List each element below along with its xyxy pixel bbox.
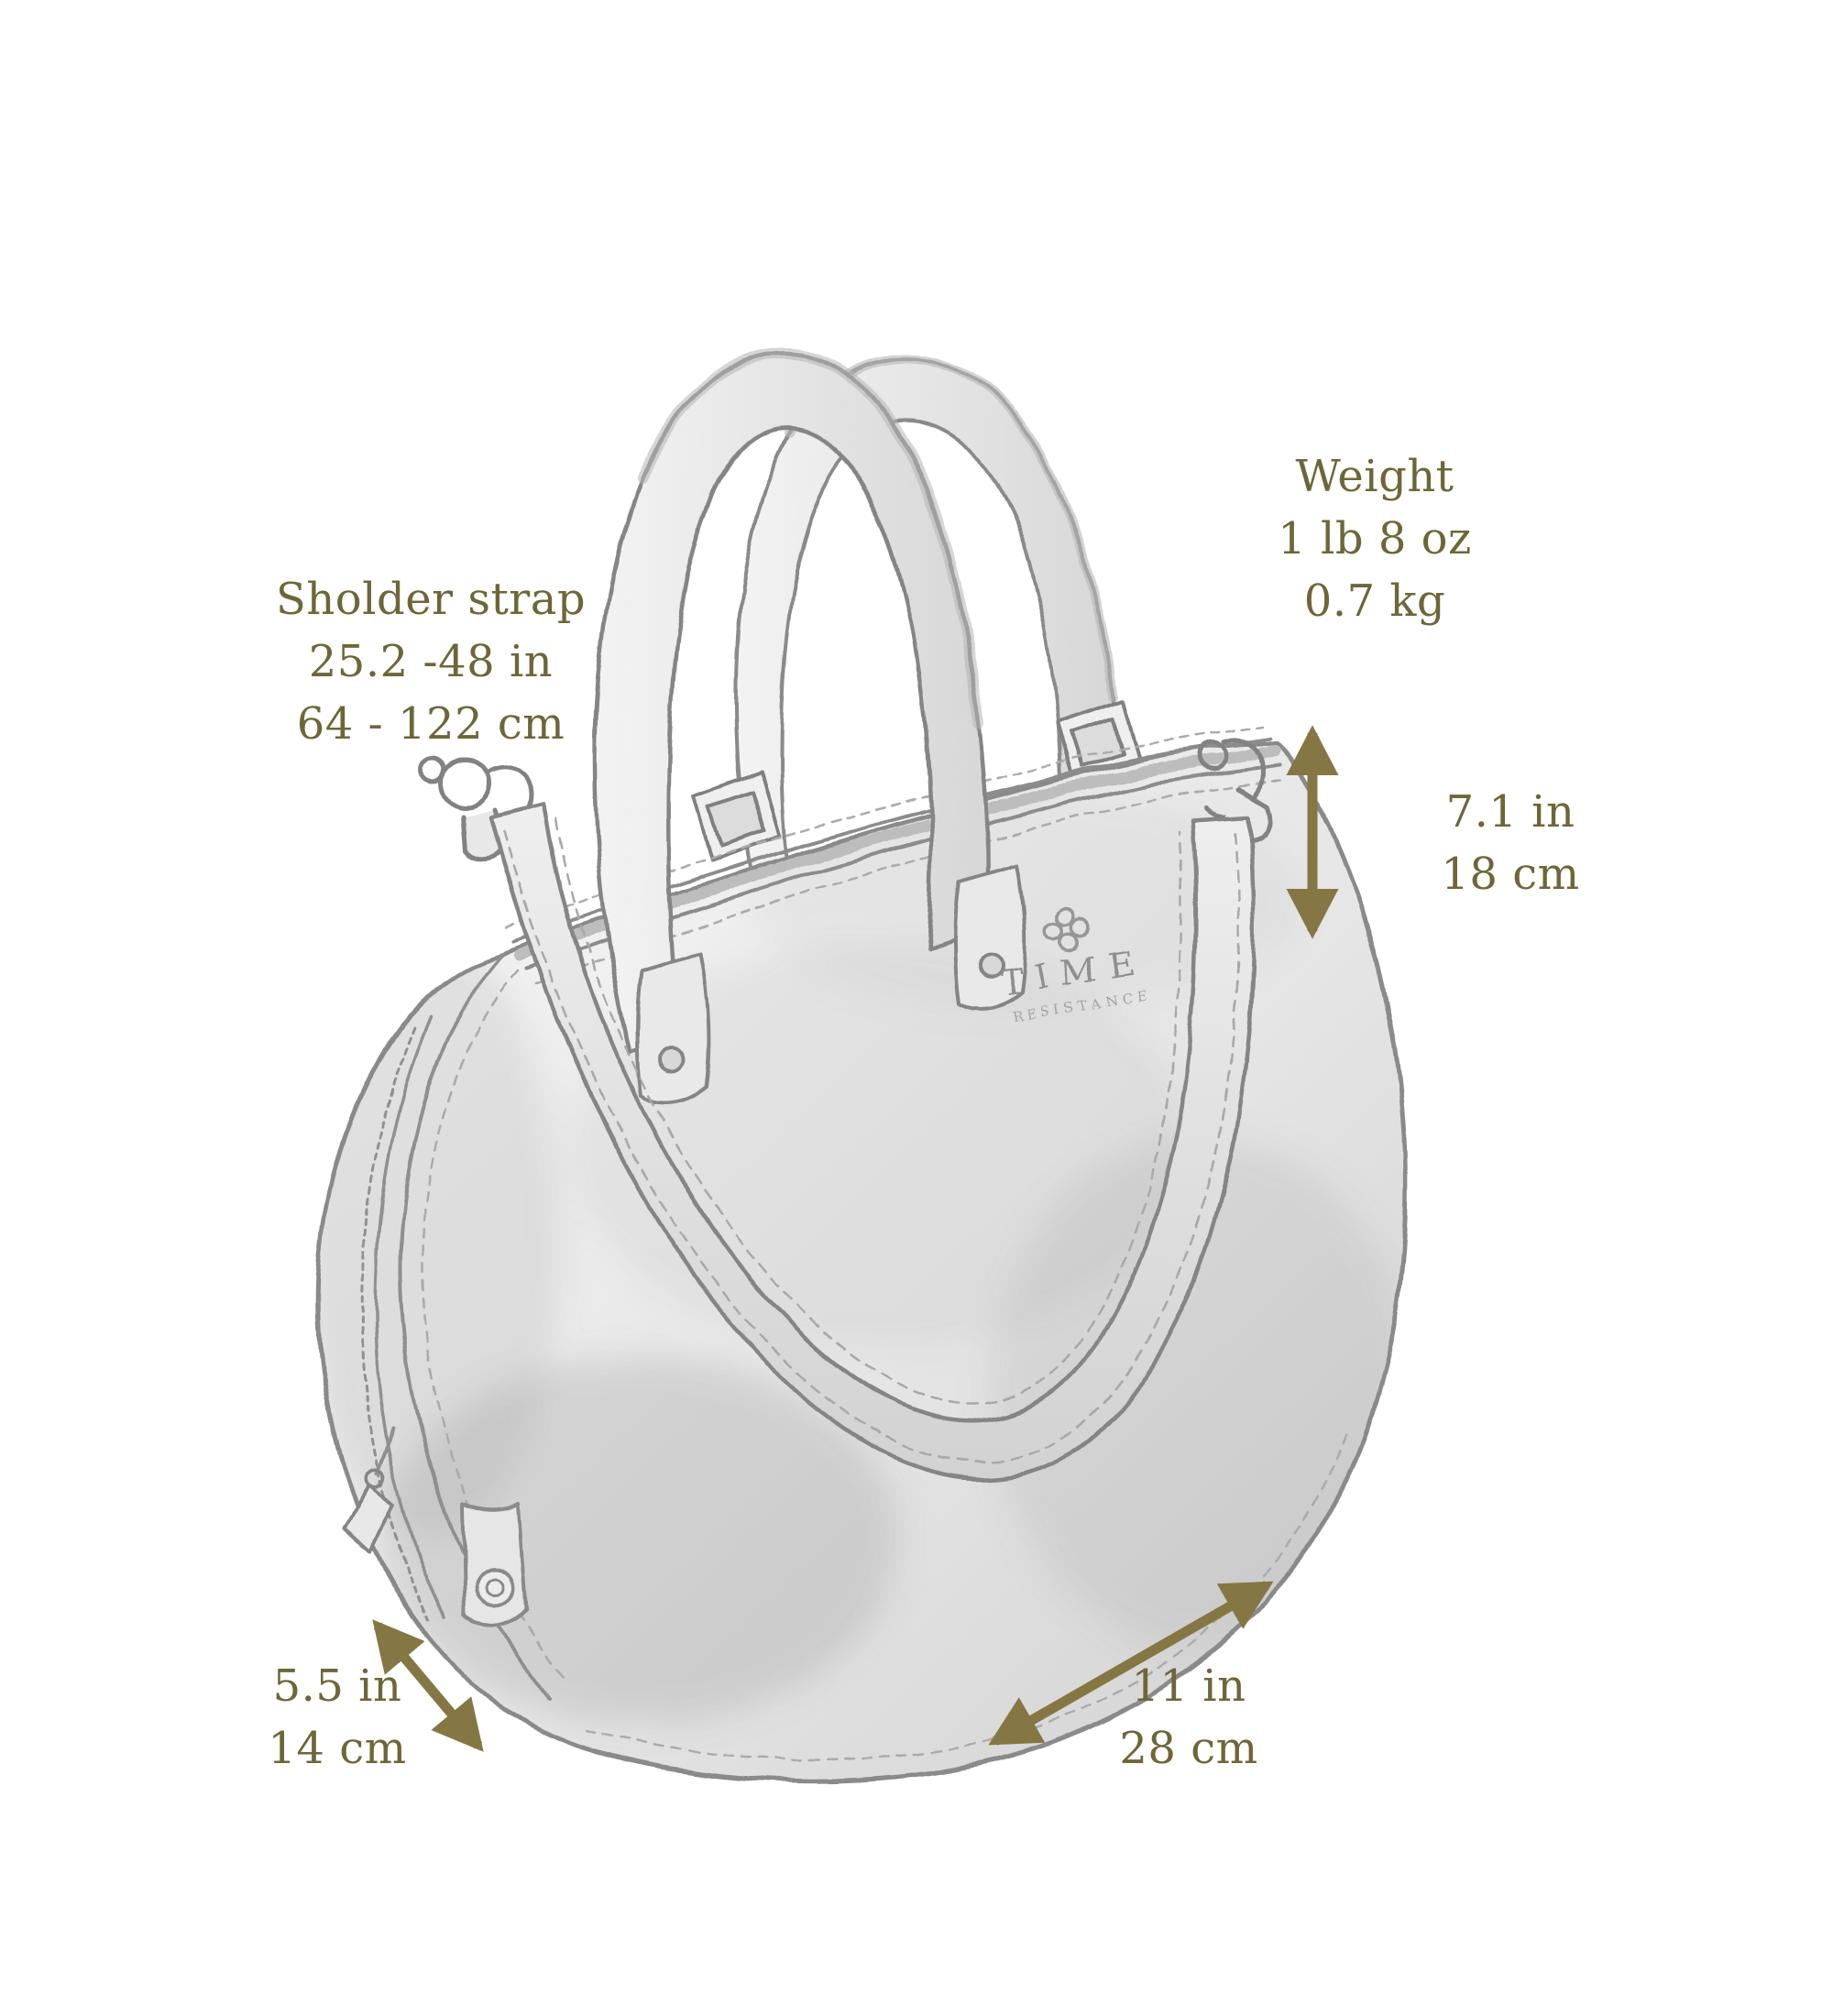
depth-metric: 14 cm xyxy=(268,1723,407,1774)
shoulder-strap-stitch-inner xyxy=(554,817,1184,1405)
width-imperial: 11 in xyxy=(1131,1660,1246,1712)
bag-handle-front-shade xyxy=(636,348,984,729)
width-metric: 28 cm xyxy=(1119,1723,1258,1774)
handle-tab-left xyxy=(635,951,711,1105)
depth-arrow xyxy=(372,1619,484,1752)
dimension-arrows xyxy=(372,725,1339,1752)
shoulder-strap xyxy=(488,802,1256,1481)
buckle-right-icon xyxy=(1056,698,1140,783)
height-label: 7.1 in 18 cm xyxy=(1441,781,1579,905)
shoulder-strap-label: Sholder strap 25.2 -48 in 64 - 122 cm xyxy=(276,568,586,755)
emblem-tab xyxy=(461,1503,528,1628)
bag-drawing: TIME RESISTANCE xyxy=(302,348,1411,1780)
endcap-zipper xyxy=(360,1015,446,1622)
buckle-center-icon xyxy=(693,770,781,861)
weight-imperial: 1 lb 8 oz xyxy=(1278,513,1472,564)
zipper-pull-icon xyxy=(343,1468,396,1552)
height-imperial: 7.1 in xyxy=(1445,786,1575,838)
width-arrow xyxy=(988,1581,1274,1746)
depth-imperial: 5.5 in xyxy=(272,1660,402,1712)
shoulder-strap-title: Sholder strap xyxy=(275,574,587,625)
weight-title: Weight xyxy=(1295,451,1454,502)
shoulder-strap-stitch-outer xyxy=(502,827,1240,1463)
shoulder-strap-metric: 64 - 122 cm xyxy=(296,698,565,750)
shoulder-strap-imperial: 25.2 -48 in xyxy=(308,636,554,687)
handle-tab-right xyxy=(952,863,1027,1010)
weight-label: Weight 1 lb 8 oz 0.7 kg xyxy=(1278,445,1472,632)
bag-endcap-stitch xyxy=(421,970,566,1681)
height-metric: 18 cm xyxy=(1441,849,1580,900)
width-label: 11 in 28 cm xyxy=(1119,1655,1257,1780)
bottom-stitch xyxy=(585,1430,1349,1761)
logo-knot-icon xyxy=(1043,906,1089,952)
weight-metric: 0.7 kg xyxy=(1303,575,1446,627)
depth-label: 5.5 in 14 cm xyxy=(268,1655,406,1780)
